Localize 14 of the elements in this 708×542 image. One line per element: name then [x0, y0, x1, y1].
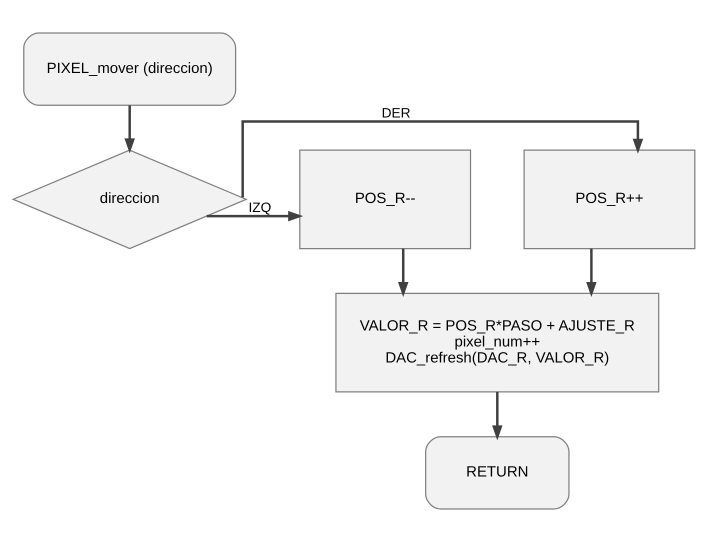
node-box: RETURN — [425, 436, 570, 510]
arrow — [124, 105, 135, 154]
node-box: VALOR_R = POS_R*PASO + AJUSTE_R pixel_num++ DAC_refresh(DAC_R, VALOR_R) — [335, 292, 660, 392]
node-box: POS_R++ — [523, 150, 696, 250]
arrow — [206, 210, 304, 222]
edge-label: IZQ — [248, 200, 272, 216]
node-diamond: direccion — [12, 149, 248, 250]
arrow — [398, 248, 408, 298]
node-box: PIXEL_mover (direccion) — [23, 32, 236, 106]
arrow — [492, 392, 503, 440]
arrow — [586, 248, 597, 298]
edge-label: DER — [382, 105, 410, 120]
node-box: POS_R-- — [299, 150, 472, 250]
arrow — [241, 120, 644, 198]
